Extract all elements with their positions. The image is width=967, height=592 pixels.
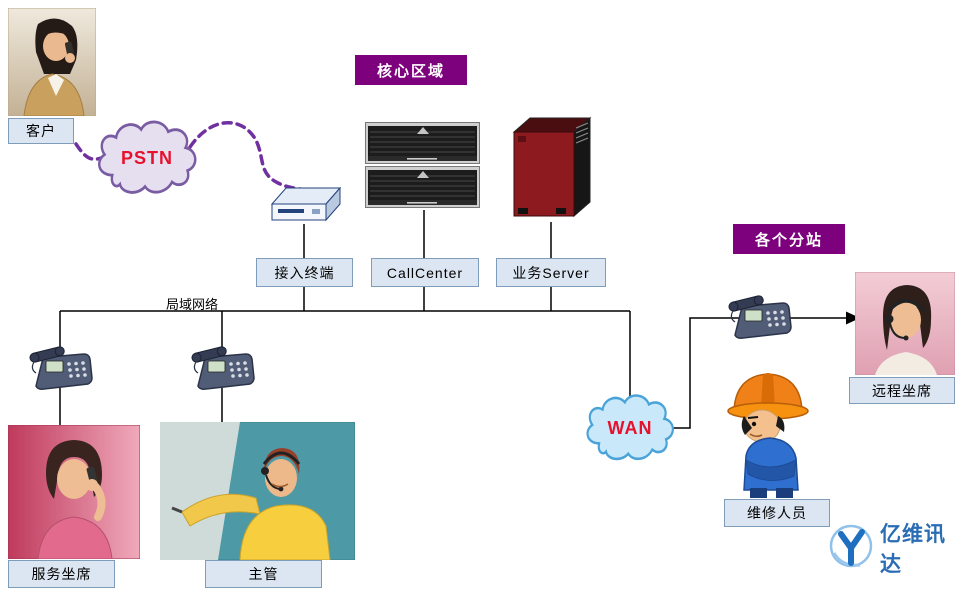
business-server-tower [506,112,598,222]
substations-header: 各个分站 [733,224,845,254]
remote-agent-photo [854,271,956,376]
logo-text: 亿维讯达 [880,523,946,576]
logo-mark-icon [828,523,874,574]
access-terminal-device [268,180,342,225]
company-logo: 亿维讯达 [828,518,967,578]
remote-agent-label: 远程坐席 [849,377,955,404]
core-area-header: 核心区域 [355,55,467,85]
callcenter-server-unit [365,166,480,208]
callcenter-label: CallCenter [371,258,479,287]
ip-phone-icon [190,342,258,394]
lan-label: 局域网络 [166,297,219,312]
pstn-label: PSTN [120,147,173,168]
ip-phone-icon [727,291,795,343]
business-server-label: 业务Server [496,258,606,287]
maintenance-label: 维修人员 [724,499,830,527]
callcenter-server-unit [365,122,480,164]
supervisor-photo [159,421,356,561]
customer-label: 客户 [8,118,74,144]
service-agent-label: 服务坐席 [8,560,115,588]
maintenance-cartoon [716,362,830,500]
access-terminal-label: 接入终端 [256,258,353,287]
customer-photo [7,7,97,117]
arrow-head-icon [846,311,860,325]
wan-label: WAN [607,417,653,438]
ip-phone-icon [28,342,96,394]
wan-cloud: WAN [582,392,678,464]
service-agent-photo [7,424,141,560]
supervisor-label: 主管 [205,560,322,588]
pstn-cloud: PSTN [93,118,201,198]
